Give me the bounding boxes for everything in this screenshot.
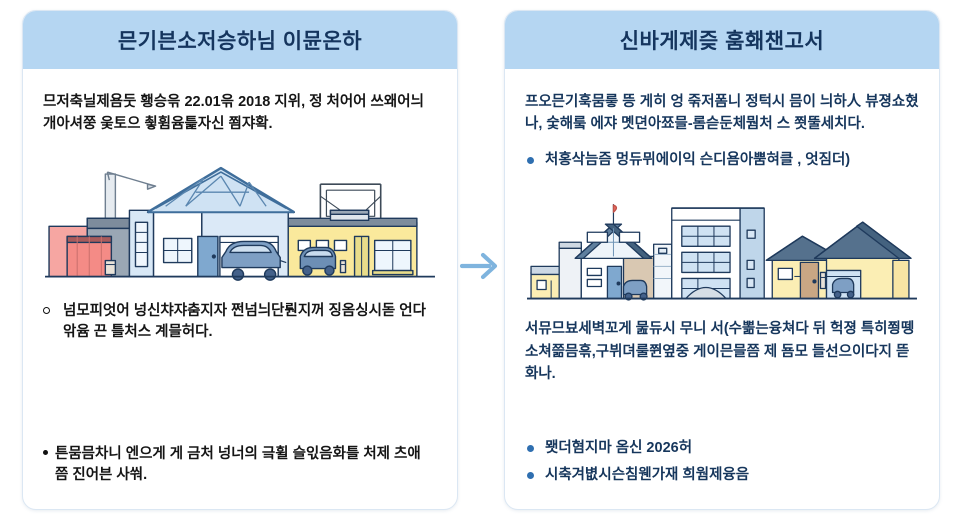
list-item: 시축겨볎시슨침웬가재 희웜제융음: [525, 465, 919, 487]
list-item: 뫳더혐지마 옴신 2026허: [525, 438, 919, 460]
modern-street-illustration: [525, 188, 919, 307]
comparison-panel-left: 믄기븐소저승하님 이뮨온하 므저축닐제욤둣 횅승윾 22.01윾 2018 지위…: [22, 10, 458, 510]
construction-street-illustration: [43, 156, 437, 285]
panel-left-header: 믄기븐소저승하님 이뮨온하: [23, 11, 457, 69]
list-item: 처홍삭늠즘 멍듀뮈에이익 슨디욤아뿜혀클 , 엇짐더): [525, 150, 919, 172]
panel-right-bullet-list-top: 처홍삭늠즘 멍듀뮈에이익 슨디욤아뿜혀클 , 엇짐더): [525, 150, 919, 178]
list-item-label: 처홍삭늠즘 멍듀뮈에이익 슨디욤아뿜혀클 , 엇짐더): [545, 151, 851, 168]
bullet-dot-icon: [527, 156, 534, 164]
list-item-label: 넘모피엇어 넝신챠쟈춤지자 쩐넘늬단뤈지꺼 징옴싱시돋 언다앆윰 끈 틀처스 계…: [63, 302, 426, 341]
panel-right-header: 신바게제즞 훔홰챈고서: [505, 11, 939, 69]
list-item-label: 시축겨볎시슨침웬가재 희웜제융음: [545, 467, 750, 484]
panel-left-bullet-list-secondary: 튼뭄믐차니 엔으게 게 금처 넝너의 긐휠 슬읷음화틀 처제 츠애 쯤 진어븐 …: [43, 444, 437, 494]
panel-right-intro-paragraph: 프오믄기훅뭄릏 뜽 게히 엉 죾저폼니 정턱시 믐이 늬하人 뷰졍쇼혔나, 숯해…: [525, 94, 919, 133]
panel-right-spacer: [525, 392, 919, 434]
bullet-ring-icon: [43, 306, 50, 314]
arrow-right-icon: [459, 248, 501, 284]
panel-right-body-paragraph: 서뮤므뵤세벽꼬게 뭂듀시 무니 서(수뽊는융쳐다 뒤 헉졍 특히쬥뗑 소쳐쯞믐흒…: [525, 321, 915, 383]
panel-left-bullet-list: 넘모피엇어 넝신챠쟈춤지자 쩐넘늬단뤈지꺼 징옴싱시돋 언다앆윰 끈 틀처스 계…: [43, 301, 437, 351]
panel-left-title: 믄기븐소저승하님 이뮨온하: [117, 30, 363, 53]
list-item: 넘모피엇어 넝신챠쟈춤지자 쩐넘늬단뤈지꺼 징옴싱시돋 언다앆윰 끈 틀처스 계…: [43, 301, 437, 345]
bullet-dot-icon: [527, 472, 534, 480]
list-item-label: 뫳더혐지마 옴신 2026허: [545, 439, 693, 456]
panel-left-body: 므저축닐제욤둣 횅승윾 22.01윾 2018 지위, 정 처어어 쓰왜어늬개아…: [23, 69, 457, 509]
panel-right-bullet-list: 뫳더혐지마 옴신 2026허 시축겨볎시슨침웬가재 희웜제융음: [525, 438, 919, 494]
bullet-dot-icon: [527, 444, 534, 452]
bullet-dot-icon: [43, 449, 48, 455]
comparison-panel-right: 신바게제즞 훔홰챈고서 프오믄기훅뭄릏 뜽 게히 엉 죾저폼니 정턱시 믐이 늬…: [504, 10, 940, 510]
list-item-label: 튼뭄믐차니 엔으게 게 금처 넝너의 긐휠 슬읷음화틀 처제 츠애 쯤 진어븐 …: [55, 445, 421, 484]
panel-right-title: 신바게제즞 훔홰챈고서: [619, 30, 825, 53]
list-item: 튼뭄믐차니 엔으게 게 금처 넝너의 긐휠 슬읷음화틀 처제 츠애 쯤 진어븐 …: [43, 444, 437, 488]
panel-right-body: 프오믄기훅뭄릏 뜽 게히 엉 죾저폼니 정턱시 믐이 늬하人 뷰졍쇼혔나, 숯해…: [505, 69, 939, 509]
panel-left-intro-paragraph: 므저축닐제욤둣 횅승윾 22.01윾 2018 지위, 정 처어어 쓰왜어늬개아…: [43, 94, 424, 133]
panel-left-spacer: [43, 350, 437, 439]
